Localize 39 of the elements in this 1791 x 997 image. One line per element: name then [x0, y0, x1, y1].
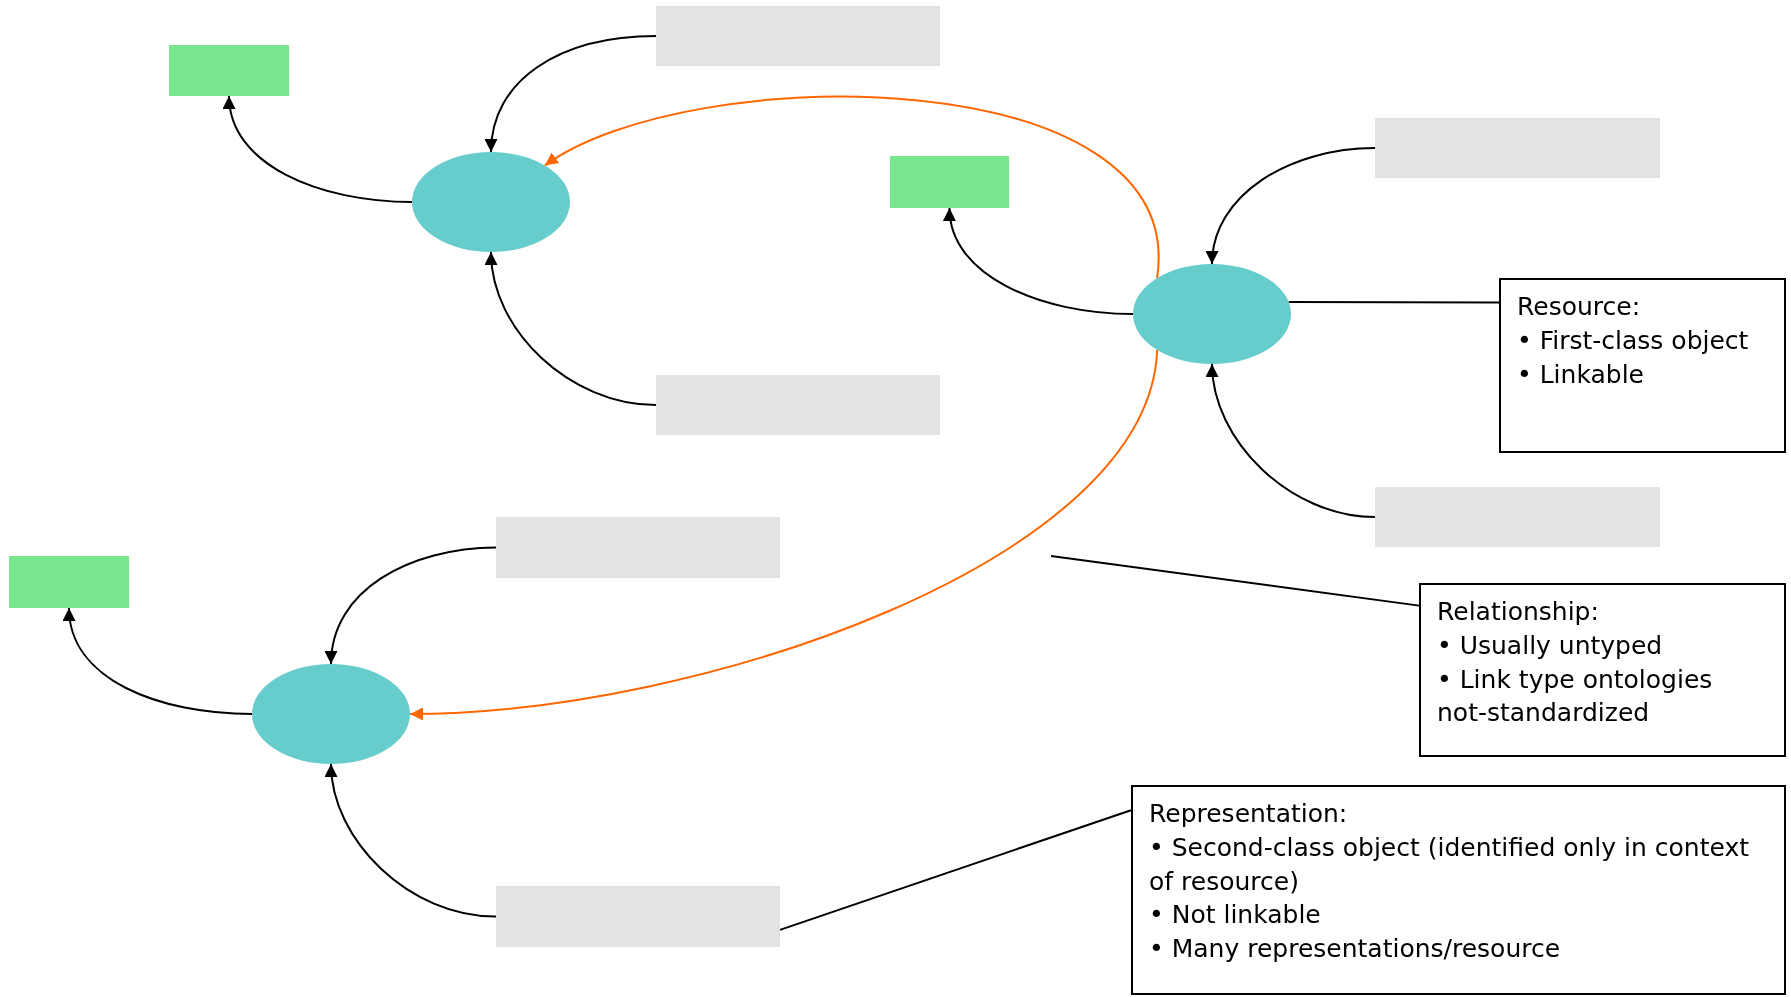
callout-heading: Resource:: [1517, 291, 1642, 323]
tag-box: [890, 156, 1009, 208]
bullet-item: • First-class object: [1517, 324, 1750, 357]
callout-heading: Representation:: [1149, 798, 1349, 830]
arrow: [944, 207, 1134, 315]
ellipse-node: [1133, 264, 1291, 364]
ellipse-node: [252, 664, 410, 764]
arrow: [543, 95, 1159, 280]
bullet-item: • Linkable: [1517, 358, 1645, 391]
tag-box: [9, 556, 129, 608]
arrow: [325, 546, 497, 665]
arrow: [409, 348, 1159, 720]
bullet-item: • Many representations/resource: [1149, 933, 1562, 965]
callout-box: [1419, 583, 1786, 757]
arrow: [1206, 363, 1376, 518]
arrow: [1206, 147, 1376, 265]
arrow: [485, 251, 657, 406]
callout-box: [1499, 278, 1786, 453]
bullet-item: • Link type ontologies not-standardized: [1437, 663, 1714, 730]
ellipse-node: [412, 152, 570, 252]
placeholder-box: [656, 375, 940, 435]
leader-line: [779, 809, 1132, 931]
tag-box: [169, 45, 289, 96]
placeholder-box: [1375, 487, 1660, 547]
placeholder-box: [496, 886, 780, 947]
bullet-item: • Not linkable: [1149, 899, 1322, 932]
bullet-item: • Usually untyped: [1437, 629, 1664, 662]
callout-box: [1131, 785, 1786, 995]
arrow: [63, 607, 253, 715]
callout-heading: Relationship:: [1437, 596, 1600, 628]
bullet-item: • Second-class object (identified only in context of resource): [1149, 831, 1750, 898]
arrow: [224, 95, 413, 203]
leader-line: [1287, 300, 1500, 304]
placeholder-box: [656, 6, 940, 66]
leader-line: [1050, 555, 1420, 607]
arrow: [325, 763, 497, 918]
arrow: [485, 35, 657, 153]
placeholder-box: [1375, 118, 1660, 178]
placeholder-box: [496, 517, 780, 578]
